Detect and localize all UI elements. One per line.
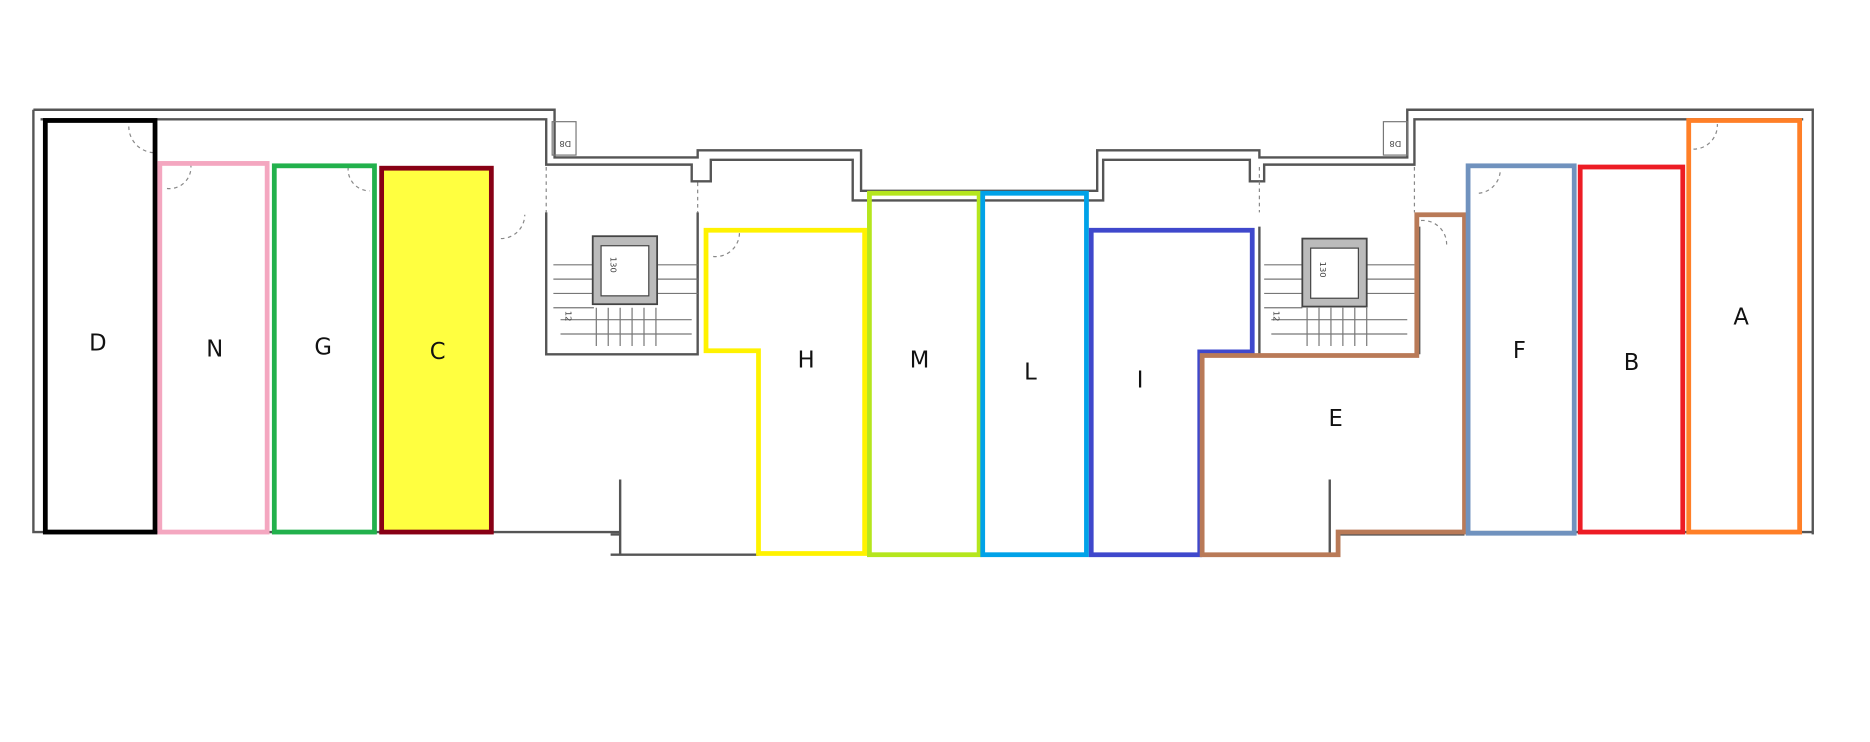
unit-label: G: [314, 334, 332, 360]
unit-label: C: [430, 339, 446, 365]
unit-outline[interactable]: [703, 227, 868, 556]
unit-H[interactable]: H: [703, 227, 868, 556]
unit-outline[interactable]: [42, 118, 158, 535]
unit-N[interactable]: N: [157, 161, 270, 535]
unit-G[interactable]: G: [271, 163, 377, 535]
unit-label: D: [89, 331, 106, 357]
unit-E[interactable]: E: [1199, 212, 1467, 558]
building-walls: [32, 108, 1814, 556]
unit-I[interactable]: I: [1088, 227, 1255, 558]
unit-outline[interactable]: [379, 165, 494, 535]
unit-label: I: [1137, 368, 1144, 394]
unit-C[interactable]: C: [379, 165, 494, 535]
unit-label: E: [1329, 406, 1343, 432]
shaft-label-right: D8: [1389, 139, 1401, 149]
unit-A[interactable]: A: [1686, 118, 1803, 535]
unit-label: M: [910, 347, 930, 373]
unit-D[interactable]: D: [42, 118, 158, 535]
unit-outline[interactable]: [1465, 163, 1577, 536]
stair-core-left: [545, 212, 699, 356]
unit-F[interactable]: F: [1465, 163, 1577, 536]
stair-core-right: [1258, 226, 1421, 355]
unit-outline[interactable]: [1686, 118, 1803, 535]
unit-B[interactable]: B: [1577, 164, 1686, 535]
elevator-dimension-right: 130: [1318, 262, 1328, 278]
unit-outline[interactable]: [157, 161, 270, 535]
unit-label: N: [206, 337, 223, 363]
unit-outline[interactable]: [1577, 164, 1686, 535]
unit-label: L: [1024, 359, 1037, 385]
unit-outline[interactable]: [271, 163, 377, 535]
stair-count-left: 12: [563, 311, 573, 322]
unit-outline[interactable]: [980, 190, 1089, 558]
unit-outline[interactable]: [1088, 227, 1255, 558]
unit-M[interactable]: M: [867, 190, 982, 558]
elevator-dimension-left: 130: [609, 257, 619, 273]
unit-label: B: [1624, 350, 1640, 376]
unit-outline[interactable]: [867, 190, 982, 558]
stair-count-right: 12: [1272, 311, 1282, 322]
unit-L[interactable]: L: [980, 190, 1089, 558]
unit-outline[interactable]: [1199, 212, 1467, 558]
unit-label: A: [1733, 304, 1749, 330]
unit-label: F: [1513, 338, 1526, 364]
unit-label: H: [798, 347, 815, 373]
shaft-label-left: D8: [559, 139, 571, 149]
